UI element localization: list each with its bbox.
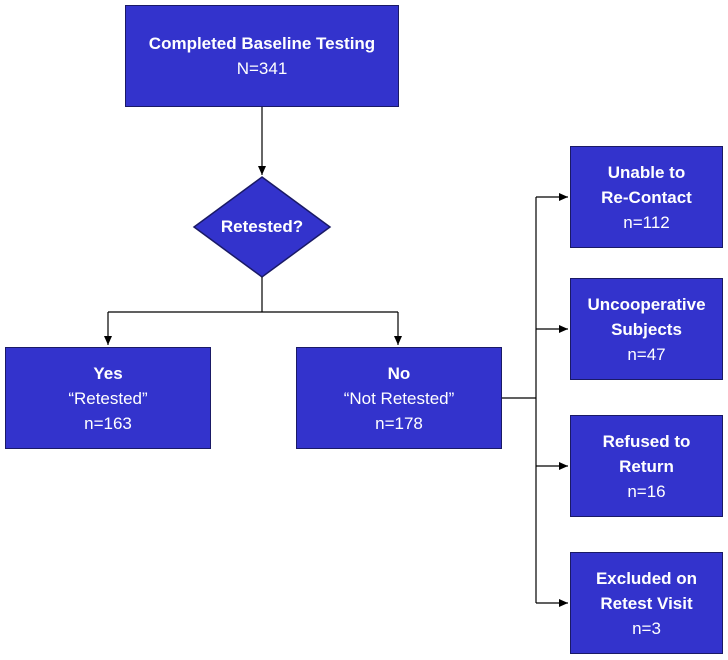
baseline-box: Completed Baseline Testing N=341 [125, 5, 399, 107]
reason-box-unable-to-recontact: Unable to Re-Contact n=112 [570, 146, 723, 248]
reason-line2: Retest Visit [600, 593, 693, 613]
yes-count: n=163 [84, 413, 132, 433]
baseline-title: Completed Baseline Testing [148, 34, 376, 53]
reason-line2: Re-Contact [601, 187, 692, 207]
reason-line1: Unable to [607, 162, 686, 182]
reason-count: n=112 [623, 212, 670, 232]
reason-box-uncooperative: Uncooperative Subjects n=47 [570, 278, 723, 380]
yes-box: Yes “Retested” n=163 [5, 347, 211, 449]
yes-title: Yes [93, 363, 123, 383]
reason-line2: Return [619, 456, 674, 476]
decision-label: Retested? [220, 217, 304, 236]
no-count: n=178 [375, 413, 423, 433]
reason-count: n=3 [632, 618, 661, 638]
reason-count: n=16 [627, 481, 666, 501]
yes-subtitle: “Retested” [68, 388, 148, 408]
reason-line1: Refused to [602, 431, 691, 451]
reason-count: n=47 [627, 344, 666, 364]
reason-box-refused: Refused to Return n=16 [570, 415, 723, 517]
no-title: No [387, 363, 411, 383]
baseline-count: N=341 [236, 59, 288, 78]
reason-line1: Uncooperative [587, 294, 706, 314]
no-subtitle: “Not Retested” [343, 388, 455, 408]
no-box: No “Not Retested” n=178 [296, 347, 502, 449]
reason-line2: Subjects [611, 319, 682, 339]
reason-line1: Excluded on [595, 568, 698, 588]
reason-box-excluded: Excluded on Retest Visit n=3 [570, 552, 723, 654]
